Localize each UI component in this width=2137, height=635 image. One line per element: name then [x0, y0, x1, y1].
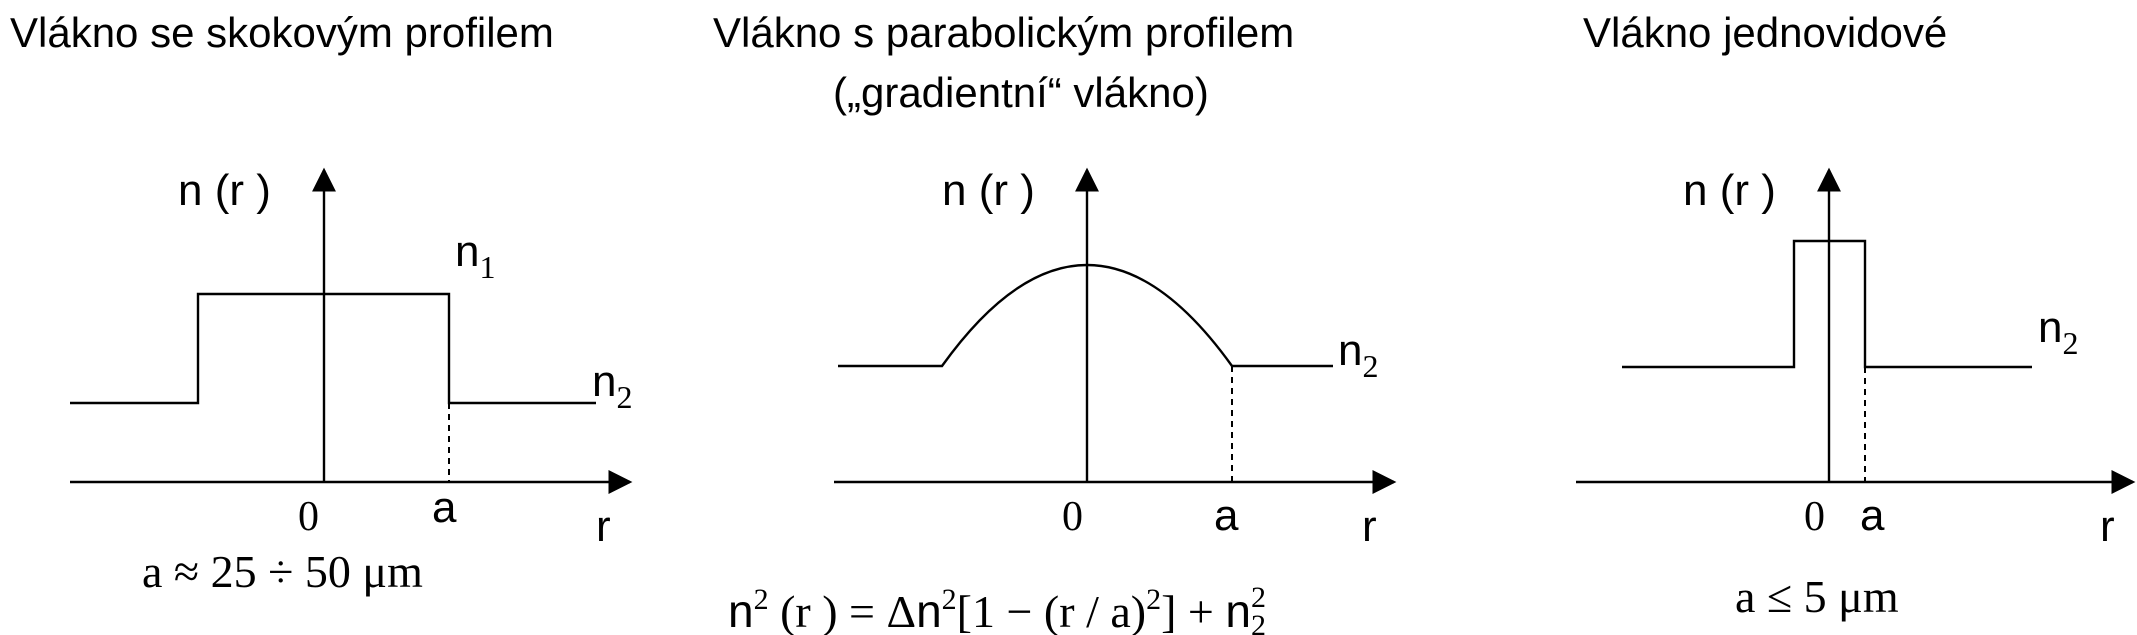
origin-label: 0	[298, 494, 319, 540]
x-axis-label: r	[596, 502, 611, 551]
a-label: a	[1860, 491, 1885, 540]
origin-label: 0	[1804, 494, 1825, 540]
n1-label: n1	[455, 227, 495, 285]
n2-label: n2	[2038, 303, 2078, 361]
origin-label: 0	[1062, 494, 1083, 540]
x-axis-label: r	[2100, 502, 2115, 551]
core-radius-formula: a ≤ 5 μm	[1735, 571, 1899, 622]
panel-subtitle: („gradientní“ vlákno)	[833, 69, 1209, 116]
y-axis-label: n (r )	[942, 166, 1035, 215]
y-axis-label: n (r )	[1683, 166, 1776, 215]
n2-label: n2	[592, 357, 632, 415]
n2-label: n2	[1338, 326, 1378, 384]
panel-graded-index: Vlákno s parabolickým profilem („gradien…	[713, 9, 1397, 635]
a-label: a	[432, 483, 457, 532]
step-index-profile	[70, 292, 596, 405]
parabolic-profile	[838, 264, 1333, 368]
core-radius-formula: a ≈ 25 ÷ 50 μm	[142, 546, 423, 597]
a-label: a	[1214, 491, 1239, 540]
panel-single-mode: Vlákno jednovidové n (r ) n2 0 a r a ≤ 5…	[1576, 9, 2136, 622]
panel-title: Vlákno jednovidové	[1583, 9, 1947, 56]
panel-step-index: Vlákno se skokovým profilem n (r ) n1 n2…	[10, 9, 632, 597]
y-axis-label: n (r )	[178, 166, 271, 215]
single-mode-profile	[1622, 239, 2032, 369]
panel-title: Vlákno se skokovým profilem	[10, 9, 554, 56]
panel-title: Vlákno s parabolickým profilem	[713, 9, 1294, 56]
x-axis-label: r	[1362, 502, 1377, 551]
